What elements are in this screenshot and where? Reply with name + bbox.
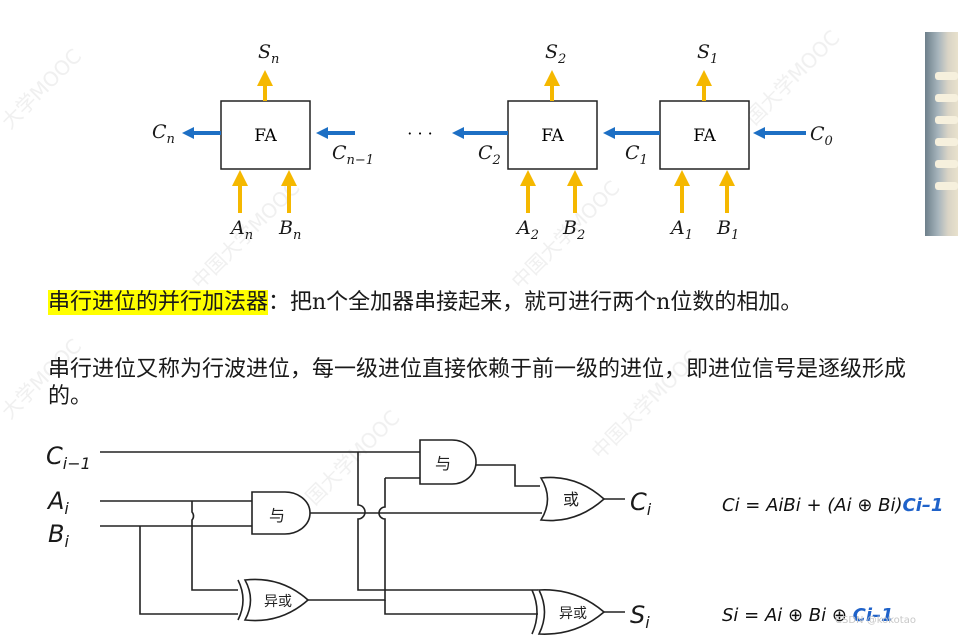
carry-in-label-n: Cn−1 <box>332 142 374 168</box>
or-gate-label: 或 <box>563 490 579 509</box>
output-c-label: Ci <box>630 488 652 519</box>
fa-label: FA <box>693 126 716 146</box>
carry-out-label-1: C1 <box>625 142 648 168</box>
xor-gate-1-label: 异或 <box>264 594 292 610</box>
svg-text:大学MOOC: 大学MOOC <box>0 44 86 134</box>
sum-label-1: S1 <box>697 41 718 67</box>
description-paragraph-2: 串行进位又称为行波进位，每一级进位直接依赖于前一级的进位，即进位信号是逐级形成的… <box>48 356 948 410</box>
sum-label-n: Sn <box>258 41 279 67</box>
carry-in-label-0: C0 <box>810 123 833 149</box>
carry-formula-tail: Ci–1 <box>903 495 944 516</box>
b-label-1: B1 <box>716 217 739 243</box>
xor-gate-1-back <box>238 580 243 620</box>
fa-label: FA <box>254 126 277 146</box>
a-label-2: A2 <box>515 217 539 243</box>
operand-arrows <box>240 178 727 213</box>
carry-out-label-n: Cn <box>152 121 175 147</box>
and-gate-1-label: 与 <box>269 506 285 525</box>
input-c-label: Ci−1 <box>46 442 91 473</box>
sum-label-2: S2 <box>545 41 566 67</box>
term-highlight: 串行进位的并行加法器 <box>48 290 268 315</box>
full-adder-circuit <box>100 440 625 634</box>
sum-arrows <box>265 78 704 101</box>
carry-formula: Ci = AiBi + (Ai ⊕ Bi)Ci–1 <box>722 495 943 516</box>
fa-block-2: FA <box>508 101 597 169</box>
description-rest: ：把n个全加器串接起来，就可进行两个n位数的相加。 <box>268 290 802 315</box>
credit-watermark: CSDN @kokotao <box>835 615 916 626</box>
fa-block-n: FA <box>221 101 310 169</box>
sum-formula-main: Si = Ai ⊕ Bi ⊕ <box>722 605 853 626</box>
input-b-label: Bi <box>48 520 69 551</box>
output-s-label: Si <box>630 601 650 632</box>
carry-out-label-2: C2 <box>478 142 501 168</box>
a-label-1: A1 <box>669 217 693 243</box>
carry-formula-main: Ci = AiBi + (Ai ⊕ Bi) <box>722 495 903 516</box>
input-a-label: Ai <box>46 487 69 518</box>
fa-label: FA <box>541 126 564 146</box>
fa-block-1: FA <box>660 101 749 169</box>
and-gate-2-label: 与 <box>435 454 451 473</box>
side-photo <box>925 32 958 236</box>
xor-gate-2-label: 异或 <box>559 606 587 622</box>
b-label-n: Bn <box>278 217 301 243</box>
ellipsis: · · · <box>407 124 432 143</box>
xor-gate-2-back <box>532 590 537 634</box>
description-paragraph-1: 串行进位的并行加法器：把n个全加器串接起来，就可进行两个n位数的相加。 <box>48 289 802 316</box>
